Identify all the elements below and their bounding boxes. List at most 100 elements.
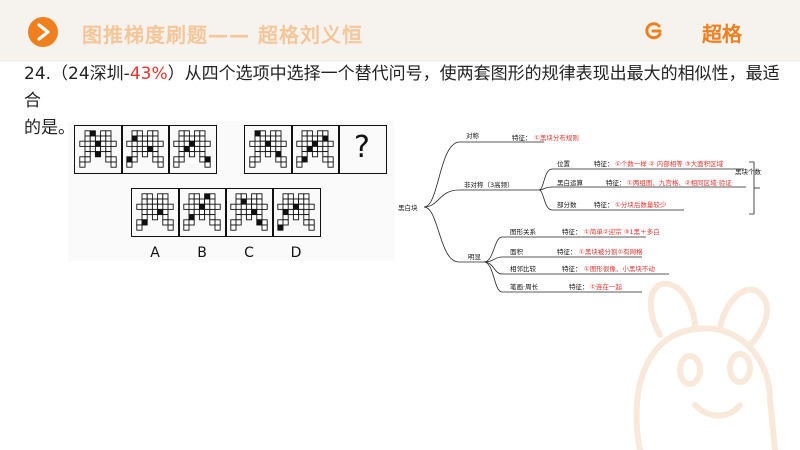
- mascot-watermark-icon: [633, 280, 778, 450]
- figure-square: [183, 203, 190, 210]
- figure-square: [194, 130, 201, 137]
- mindmap-feature: 特征：: [557, 247, 577, 256]
- figure-square: [84, 135, 91, 142]
- mindmap-child-label: 位置: [557, 159, 571, 168]
- play-icon[interactable]: [28, 17, 58, 47]
- puzzle-figure-icon: [296, 130, 334, 168]
- figure-square: [264, 135, 272, 142]
- figure-square: [157, 193, 164, 200]
- option-d-label[interactable]: D: [290, 245, 302, 261]
- figure-square: [89, 130, 96, 137]
- figure-square: [173, 140, 180, 147]
- pixel-figure: [132, 189, 178, 239]
- figure-square: [214, 203, 221, 210]
- figure-square: [322, 135, 329, 142]
- figure-square: [136, 203, 143, 210]
- mindmap-detail: ①简单②迎宗 ③1黑＋多白: [584, 227, 660, 236]
- figure-square: [188, 214, 195, 221]
- figure-square: [89, 145, 96, 153]
- figure-square: [151, 203, 159, 210]
- figure-square: [317, 145, 324, 153]
- figure-square: [256, 193, 263, 200]
- figure-square: [245, 214, 253, 221]
- figure-square: [178, 151, 185, 158]
- figure-square: [131, 130, 138, 137]
- figure-cell: [74, 125, 123, 174]
- figure-square: [292, 208, 300, 216]
- figure-square: [230, 219, 237, 226]
- figure-square: [94, 135, 102, 142]
- figure-square: [270, 140, 277, 147]
- figure-square: [136, 130, 143, 137]
- figure-square: [209, 198, 216, 205]
- figure-square: [167, 224, 174, 231]
- figure-square: [136, 145, 143, 153]
- puzzle-figure-icon: [230, 193, 268, 231]
- figure-square: [136, 219, 143, 226]
- figure-square: [306, 140, 313, 147]
- figure-square: [94, 140, 102, 147]
- figure-square: [141, 193, 148, 200]
- figure-square: [147, 140, 154, 147]
- figure-square: [249, 140, 256, 147]
- figure-square: [141, 145, 149, 153]
- figure-square: [282, 193, 289, 200]
- mindmap-detail: ①分块后数量较少: [615, 200, 667, 209]
- figure-square: [259, 140, 266, 147]
- option-a-label[interactable]: A: [150, 245, 160, 261]
- figure-square: [256, 198, 263, 205]
- figure-square: [194, 135, 201, 142]
- figure-square: [183, 140, 190, 147]
- figure-square: [292, 198, 300, 205]
- mindmap-detail: ①黑块被分割②有网格: [579, 247, 643, 256]
- figure-square: [277, 203, 284, 210]
- pixel-figure: [122, 126, 168, 176]
- option-b-cell[interactable]: [178, 188, 227, 237]
- figure-square: [147, 130, 154, 137]
- figure-square: [157, 208, 164, 216]
- figure-square: [235, 214, 242, 221]
- brand-name: 超格: [702, 22, 742, 46]
- figure-square: [209, 219, 216, 226]
- figure-square: [178, 130, 185, 137]
- option-b-label[interactable]: B: [197, 245, 207, 261]
- figure-square: [152, 135, 159, 142]
- figure-square: [235, 198, 242, 205]
- figure-square: [84, 156, 91, 163]
- figure-square: [131, 151, 138, 158]
- lesson-title: 图推梯度刷题—— 超格刘义恒: [82, 23, 363, 47]
- option-c-label[interactable]: C: [244, 245, 254, 261]
- figure-square: [240, 208, 247, 216]
- figure-square: [131, 145, 138, 153]
- mindmap-child-label: 部分数: [557, 200, 577, 209]
- option-d-cell[interactable]: [272, 188, 321, 237]
- figure-square: [152, 151, 159, 158]
- figure-square: [308, 224, 315, 231]
- figure-square: [188, 219, 195, 226]
- figure-square: [270, 130, 277, 137]
- figure-square: [251, 198, 258, 205]
- figure-square: [275, 135, 282, 142]
- figure-square: [79, 161, 86, 168]
- figure-square: [204, 208, 211, 216]
- figure-square: [249, 161, 256, 168]
- figure-square: [193, 203, 200, 210]
- figure-square: [199, 151, 206, 158]
- figure-square: [303, 208, 310, 216]
- figure-square: [327, 161, 334, 168]
- figure-square: [256, 208, 263, 216]
- mindmap-detail: ①个数一样 ② 内部相等 ③大面积区域: [615, 159, 724, 168]
- mindmap-root: 黑白块: [398, 203, 418, 212]
- figure-square: [183, 135, 190, 142]
- figure-square: [100, 145, 107, 153]
- figure-square: [136, 224, 143, 231]
- figure-square: [254, 130, 261, 137]
- figure-square: [157, 198, 164, 205]
- figure-square: [183, 224, 190, 231]
- option-c-cell[interactable]: [225, 188, 274, 237]
- figure-square: [151, 198, 159, 205]
- puzzle-figure-icon: [183, 193, 221, 231]
- puzzle-figure-icon: [79, 130, 117, 168]
- option-a-cell[interactable]: [131, 188, 180, 237]
- figure-square: [303, 219, 310, 226]
